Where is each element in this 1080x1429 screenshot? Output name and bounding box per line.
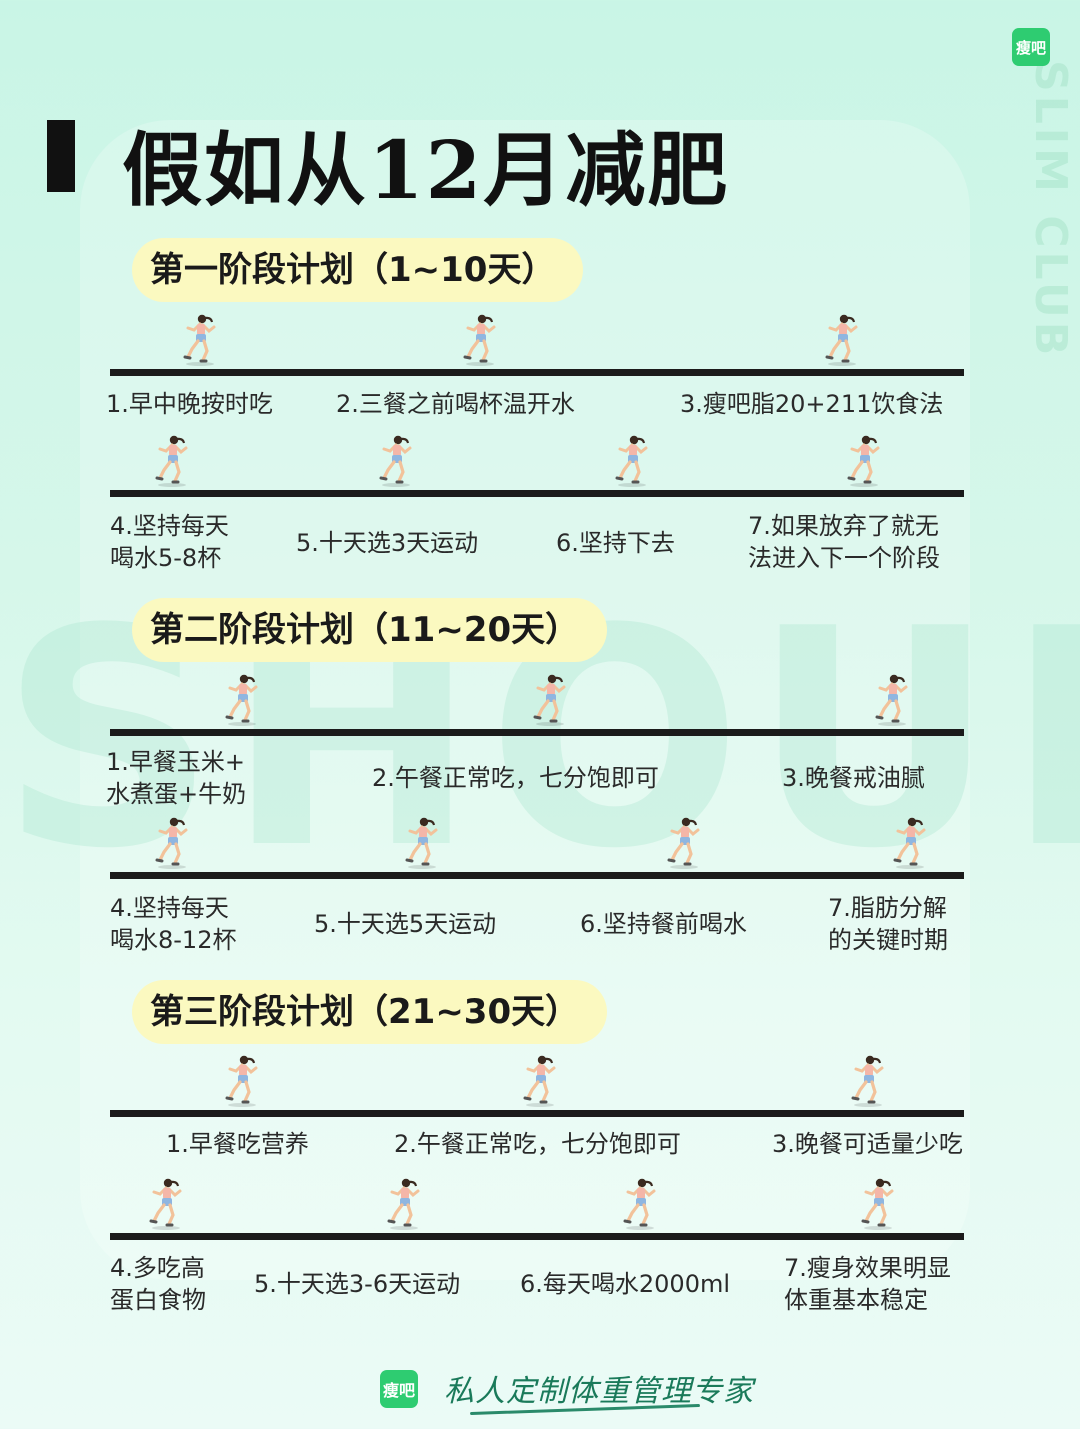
step-label-line: 3.晚餐可适量少吃	[772, 1130, 963, 1158]
step-label: 2.午餐正常吃，七分饱即可	[394, 1128, 681, 1160]
step-label-line: 1.早餐玉米+	[106, 748, 246, 776]
step-label-line: 1.早餐吃营养	[166, 1130, 309, 1158]
step-label-line: 1.早中晚按时吃	[106, 390, 273, 418]
title-accent-bar	[47, 120, 75, 192]
runner-icon	[890, 816, 930, 870]
step-label-line: 6.坚持餐前喝水	[580, 910, 747, 938]
timeline-track	[110, 729, 964, 736]
step-label: 7.脂肪分解的关键时期	[828, 892, 948, 956]
step-label: 1.早餐吃营养	[166, 1128, 309, 1160]
timeline-track	[110, 490, 964, 497]
phase-title: 第一阶段计划（1~10天）	[132, 238, 584, 302]
runner-icon	[844, 434, 884, 488]
step-label: 3.晚餐戒油腻	[782, 762, 925, 794]
step-label-line: 法进入下一个阶段	[748, 544, 940, 572]
runner-icon	[620, 1177, 660, 1231]
runner-icon	[460, 313, 500, 367]
runner-icon	[530, 673, 570, 727]
step-label-line: 5.十天选3-6天运动	[254, 1270, 461, 1298]
step-label-line: 的关键时期	[828, 926, 948, 954]
step-label: 7.瘦身效果明显体重基本稳定	[784, 1252, 951, 1316]
runner-icon	[858, 1177, 898, 1231]
runner-icon	[520, 1054, 560, 1108]
step-label: 5.十天选3天运动	[296, 527, 478, 559]
runner-icon	[848, 1054, 888, 1108]
runner-icon	[384, 1177, 424, 1231]
runner-icon	[822, 313, 862, 367]
step-label-line: 4.坚持每天	[110, 894, 229, 922]
step-label: 6.坚持下去	[556, 527, 675, 559]
step-label: 1.早中晚按时吃	[106, 388, 273, 420]
runner-icon	[612, 434, 652, 488]
phase-title: 第三阶段计划（21~30天）	[132, 980, 608, 1044]
step-label: 4.坚持每天喝水5-8杯	[110, 510, 229, 574]
timeline-track	[110, 1110, 964, 1117]
step-label-line: 6.坚持下去	[556, 529, 675, 557]
timeline-track	[110, 872, 964, 879]
phase-title: 第二阶段计划（11~20天）	[132, 598, 608, 662]
runner-icon	[152, 434, 192, 488]
page-title: 假如从12月减肥	[122, 123, 730, 217]
step-label-line: 7.瘦身效果明显	[784, 1254, 951, 1282]
step-label: 5.十天选3-6天运动	[254, 1268, 460, 1300]
step-label-line: 2.三餐之前喝杯温开水	[336, 390, 575, 418]
brand-logo-text: 瘦吧	[1015, 38, 1046, 57]
step-label-line: 5.十天选5天运动	[314, 910, 497, 938]
step-label: 1.早餐玉米+ 水煮蛋+牛奶	[106, 746, 246, 810]
step-label-line: 喝水5-8杯	[110, 544, 222, 572]
step-label: 6.每天喝水2000ml	[520, 1268, 730, 1300]
step-label-line: 5.十天选3天运动	[296, 529, 479, 557]
step-label-line: 4.多吃高	[110, 1254, 205, 1282]
step-label-line: 4.坚持每天	[110, 512, 229, 540]
runner-icon	[402, 816, 442, 870]
footer-slogan: 私人定制体重管理专家	[444, 1374, 754, 1409]
step-label-line: 体重基本稳定	[784, 1286, 928, 1314]
runner-icon	[180, 313, 220, 367]
step-label: 2.三餐之前喝杯温开水	[336, 388, 575, 420]
step-label-line: 2.午餐正常吃，七分饱即可	[372, 764, 659, 792]
step-label: 7.如果放弃了就无法进入下一个阶段	[748, 510, 940, 574]
step-label: 5.十天选5天运动	[314, 908, 496, 940]
runner-icon	[222, 1054, 262, 1108]
step-label-line: 3.晚餐戒油腻	[782, 764, 925, 792]
step-label-line: 喝水8-12杯	[110, 926, 237, 954]
step-label: 2.午餐正常吃，七分饱即可	[372, 762, 659, 794]
step-label-line: 3.瘦吧脂20+211饮食法	[680, 390, 944, 418]
step-label-line: 6.每天喝水2000ml	[520, 1270, 731, 1298]
footer-logo-text: 瘦吧	[382, 1381, 415, 1400]
step-label: 4.坚持每天喝水8-12杯	[110, 892, 236, 956]
step-label: 3.瘦吧脂20+211饮食法	[680, 388, 943, 420]
step-label: 3.晚餐可适量少吃	[772, 1128, 963, 1160]
side-watermark: SLIM CLUB	[1025, 60, 1076, 360]
timeline-track	[110, 369, 964, 376]
brand-logo: 瘦吧	[1012, 28, 1050, 66]
step-label-line: 水煮蛋+牛奶	[106, 780, 247, 808]
runner-icon	[146, 1177, 186, 1231]
step-label-line: 蛋白食物	[110, 1286, 206, 1314]
timeline-track	[110, 1233, 964, 1240]
runner-icon	[376, 434, 416, 488]
step-label-line: 7.如果放弃了就无	[748, 512, 939, 540]
step-label-line: 2.午餐正常吃，七分饱即可	[394, 1130, 681, 1158]
runner-icon	[872, 673, 912, 727]
runner-icon	[222, 673, 262, 727]
footer-logo: 瘦吧	[380, 1370, 418, 1408]
step-label: 4.多吃高蛋白食物	[110, 1252, 206, 1316]
runner-icon	[664, 816, 704, 870]
step-label: 6.坚持餐前喝水	[580, 908, 747, 940]
runner-icon	[152, 816, 192, 870]
background-card	[80, 120, 970, 1280]
step-label-line: 7.脂肪分解	[828, 894, 947, 922]
